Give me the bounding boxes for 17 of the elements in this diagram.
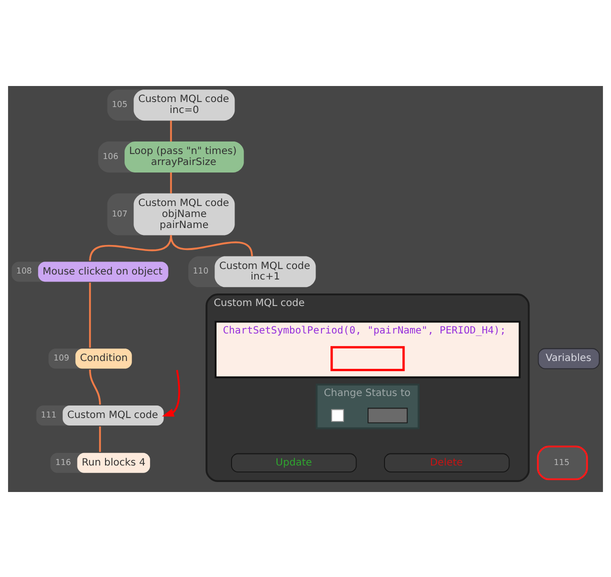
- node-box: Delete: [384, 452, 510, 472]
- connector: [170, 172, 172, 193]
- arrow: [162, 369, 180, 416]
- cluster: ChartSetSymbolPeriod(0, "pairName", PERIOD_H4);: [214, 320, 521, 378]
- connector: [89, 369, 101, 404]
- cluster: Change Status to: [316, 383, 420, 429]
- node-box: [368, 407, 408, 423]
- connector: [89, 234, 172, 260]
- connector: [89, 282, 91, 348]
- node-box: [330, 346, 405, 371]
- node-box: Update: [231, 452, 357, 472]
- node-box: Variables: [538, 348, 600, 369]
- connector: [170, 234, 253, 256]
- node-box: 115: [536, 445, 588, 480]
- connector: [99, 426, 101, 452]
- node-box: [331, 408, 344, 422]
- connector: [170, 120, 172, 142]
